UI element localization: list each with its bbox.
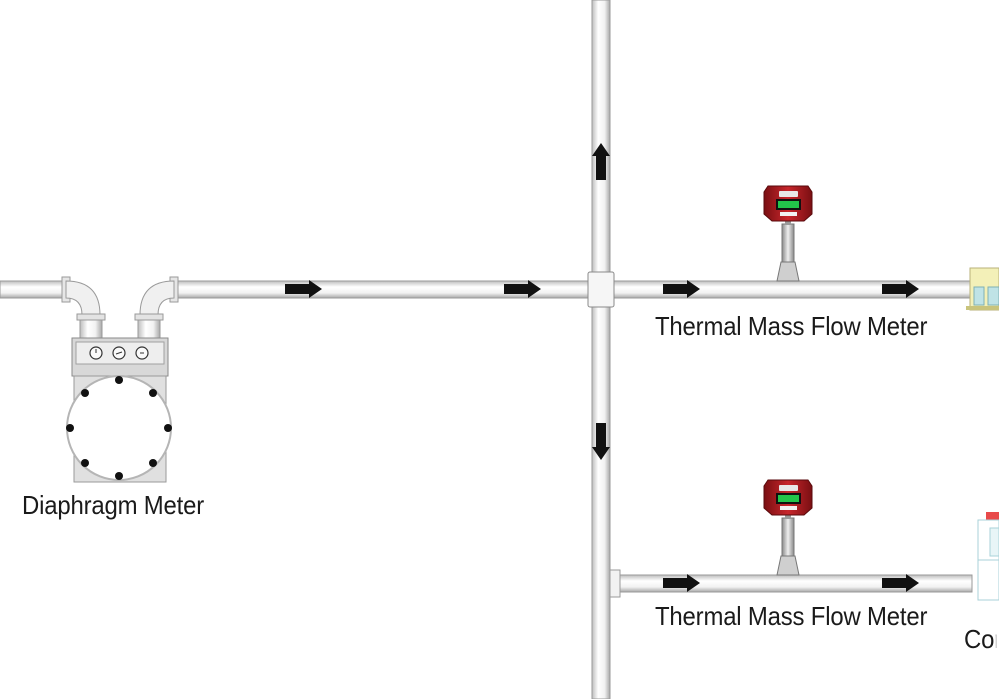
- diaphragm-meter-label: Diaphragm Meter: [22, 490, 205, 520]
- flow-arrow: [504, 280, 541, 298]
- flow-arrow: [663, 280, 700, 298]
- thermal-meter-upper-label: Thermal Mass Flow Meter: [655, 311, 928, 341]
- thermal-meter-lower-label: Thermal Mass Flow Meter: [655, 601, 928, 631]
- flow-arrow-up: [592, 143, 610, 180]
- thermal-mass-flow-meter-lower: [763, 479, 813, 576]
- thermal-mass-flow-meter-upper: [763, 185, 813, 282]
- pipe-tee-fitting: [587, 271, 615, 308]
- flow-arrow-down: [592, 423, 610, 460]
- building-endpoint-upper: [966, 267, 999, 311]
- vertical-riser-pipe: [591, 0, 611, 699]
- flow-arrow: [285, 280, 322, 298]
- flow-arrows: [285, 143, 919, 592]
- cut-off-label: Cor: [964, 624, 996, 654]
- flow-arrow: [882, 574, 919, 592]
- building-endpoint-lower: [977, 512, 999, 601]
- flow-arrow: [882, 280, 919, 298]
- flow-arrow: [663, 574, 700, 592]
- diaphragm-meter: [65, 280, 175, 483]
